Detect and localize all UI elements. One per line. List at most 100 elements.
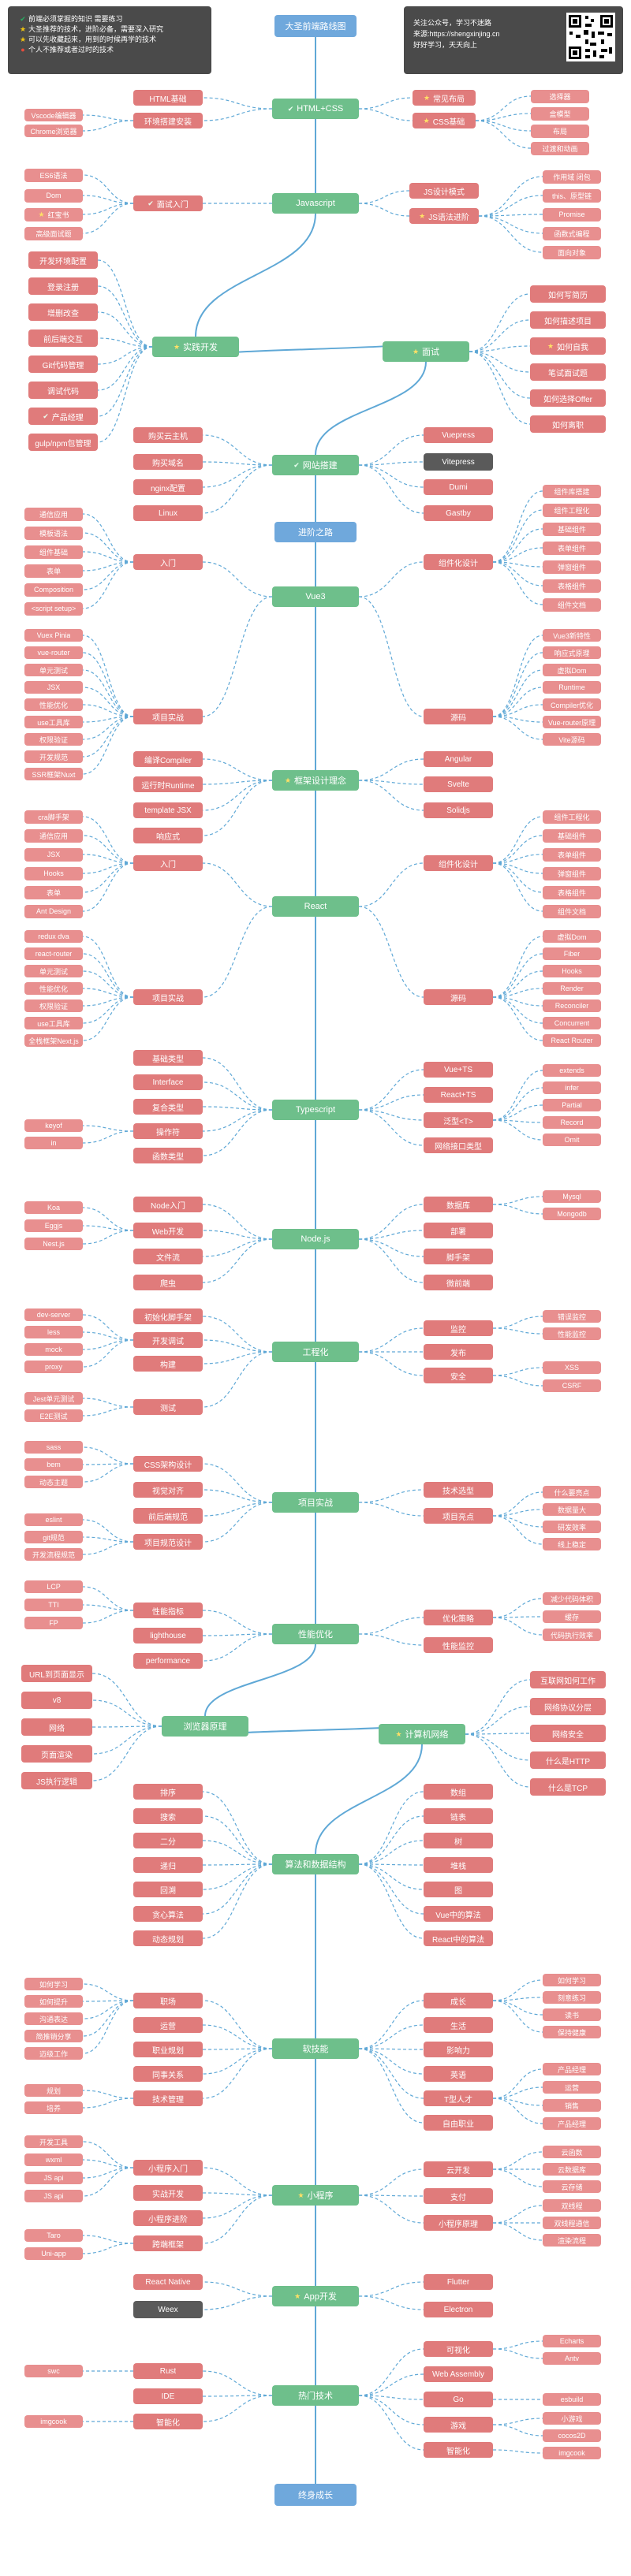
leaf-node[interactable]: 如何学习: [24, 1978, 83, 1990]
center-node[interactable]: 大圣前端路线图: [274, 15, 357, 37]
leaf-node[interactable]: JS api: [24, 2190, 83, 2202]
leaf-node[interactable]: use工具库: [24, 1017, 83, 1029]
topic-node[interactable]: Typescript: [272, 1100, 359, 1120]
sub-node[interactable]: template JSX: [133, 802, 203, 818]
leaf-node[interactable]: 简推销分享: [24, 2030, 83, 2042]
leaf-node[interactable]: wxml: [24, 2153, 83, 2166]
sub-node[interactable]: 树: [424, 1833, 493, 1848]
leaf-node[interactable]: 单元测试: [24, 965, 83, 977]
leaf-node[interactable]: 表单: [24, 885, 83, 899]
sub-node[interactable]: ✔面试入门: [133, 195, 203, 211]
leaf-node[interactable]: FP: [24, 1617, 83, 1629]
sub-node[interactable]: ★CSS基础: [413, 113, 476, 128]
leaf-node[interactable]: 表格组件: [543, 579, 601, 593]
topic-node[interactable]: ★面试: [383, 341, 469, 362]
leaf-node[interactable]: 渲染流程: [543, 2234, 601, 2247]
leaf-node[interactable]: Compiler优化: [543, 698, 601, 711]
sub-node[interactable]: 小程序原理: [424, 2215, 493, 2231]
sub-node[interactable]: 递归: [133, 1857, 203, 1873]
sub-node[interactable]: Interface: [133, 1074, 203, 1090]
leaf-node[interactable]: dev-server: [24, 1308, 83, 1321]
leaf-node[interactable]: 规划: [24, 2084, 83, 2097]
leaf-node[interactable]: proxy: [24, 1361, 83, 1373]
leaf-node[interactable]: this、原型链: [543, 188, 601, 203]
topic-node[interactable]: Node.js: [272, 1229, 359, 1249]
topic-node[interactable]: Javascript: [272, 193, 359, 214]
sub-node[interactable]: React中的算法: [424, 1930, 493, 1946]
sub-node[interactable]: 前后端规范: [133, 1508, 203, 1524]
leaf-node[interactable]: 云数据库: [543, 2163, 601, 2176]
leaf-node[interactable]: redux dva: [24, 930, 83, 943]
sub-node[interactable]: 数组: [424, 1784, 493, 1800]
leaf-node[interactable]: 全栈框架Next.js: [24, 1034, 83, 1047]
leaf-node[interactable]: 虚拟Dom: [543, 930, 601, 943]
center-node[interactable]: 终身成长: [274, 2484, 357, 2506]
topic-node[interactable]: 软技能: [272, 2038, 359, 2059]
leaf-node[interactable]: Mongodb: [543, 1208, 601, 1220]
sub-node[interactable]: 如何离职: [530, 415, 606, 433]
sub-node[interactable]: 自由职业: [424, 2115, 493, 2131]
sub-node[interactable]: 跨端框架: [133, 2235, 203, 2251]
leaf-node[interactable]: 开发工具: [24, 2135, 83, 2148]
sub-node[interactable]: 测试: [133, 1399, 203, 1415]
leaf-node[interactable]: ★红宝书: [24, 207, 83, 221]
sub-node[interactable]: 源码: [424, 709, 493, 724]
leaf-node[interactable]: 表格组件: [543, 885, 601, 899]
leaf-node[interactable]: 盒模型: [531, 106, 589, 121]
leaf-node[interactable]: vue-router: [24, 646, 83, 659]
leaf-node[interactable]: 缓存: [543, 1610, 601, 1623]
sub-node[interactable]: 运行时Runtime: [133, 776, 203, 792]
leaf-node[interactable]: 小游戏: [543, 2412, 601, 2425]
sub-node[interactable]: CSS架构设计: [133, 1456, 203, 1472]
sub-node[interactable]: 生活: [424, 2017, 493, 2033]
leaf-node[interactable]: react-router: [24, 947, 83, 960]
leaf-node[interactable]: infer: [543, 1081, 601, 1094]
sub-node[interactable]: 项目实战: [133, 709, 203, 724]
sub-node[interactable]: 回溯: [133, 1882, 203, 1897]
leaf-node[interactable]: Nest.js: [24, 1238, 83, 1250]
leaf-node[interactable]: 组件工程化: [543, 810, 601, 824]
sub-node[interactable]: 组件化设计: [424, 855, 493, 871]
sub-node[interactable]: 动态规划: [133, 1930, 203, 1946]
sub-node[interactable]: 编译Compiler: [133, 751, 203, 767]
leaf-node[interactable]: 响应式原理: [543, 646, 601, 659]
leaf-node[interactable]: E2E测试: [24, 1409, 83, 1422]
leaf-node[interactable]: 组件工程化: [543, 503, 601, 517]
sub-node[interactable]: 可视化: [424, 2341, 493, 2357]
topic-node[interactable]: 项目实战: [272, 1492, 359, 1513]
sub-node[interactable]: 性能指标: [133, 1603, 203, 1618]
sub-node[interactable]: 页面渲染: [21, 1745, 92, 1763]
leaf-node[interactable]: 动态主题: [24, 1476, 83, 1488]
sub-node[interactable]: 脚手架: [424, 1249, 493, 1264]
leaf-node[interactable]: CSRF: [543, 1379, 601, 1392]
sub-node[interactable]: 图: [424, 1882, 493, 1897]
leaf-node[interactable]: React Router: [543, 1034, 601, 1047]
leaf-node[interactable]: Mysql: [543, 1190, 601, 1203]
leaf-node[interactable]: 高级面试题: [24, 226, 83, 240]
sub-node[interactable]: 性能监控: [424, 1637, 493, 1653]
leaf-node[interactable]: 数据量大: [543, 1503, 601, 1516]
leaf-node[interactable]: 模板语法: [24, 526, 83, 540]
sub-node[interactable]: 函数类型: [133, 1148, 203, 1163]
leaf-node[interactable]: 线上稳定: [543, 1538, 601, 1550]
sub-node[interactable]: 泛型<T>: [424, 1112, 493, 1128]
sub-node[interactable]: 笔试面试题: [530, 363, 606, 381]
sub-node[interactable]: 智能化: [133, 2414, 203, 2429]
leaf-node[interactable]: keyof: [24, 1119, 83, 1132]
leaf-node[interactable]: 过渡和动画: [531, 141, 589, 155]
sub-node[interactable]: JS设计模式: [409, 183, 479, 199]
leaf-node[interactable]: Ant Design: [24, 904, 83, 918]
sub-node[interactable]: 初始化脚手架: [133, 1308, 203, 1324]
leaf-node[interactable]: Reconciler: [543, 1000, 601, 1012]
sub-node[interactable]: 登录注册: [28, 277, 98, 295]
leaf-node[interactable]: Koa: [24, 1201, 83, 1214]
leaf-node[interactable]: Composition: [24, 583, 83, 597]
leaf-node[interactable]: 刻意练习: [543, 1991, 601, 2004]
sub-node[interactable]: Dumi: [424, 479, 493, 495]
leaf-node[interactable]: 组件基础: [24, 545, 83, 559]
leaf-node[interactable]: 权限验证: [24, 733, 83, 746]
sub-node[interactable]: 智能化: [424, 2442, 493, 2458]
topic-node[interactable]: ★实践开发: [152, 337, 239, 357]
leaf-node[interactable]: git规范: [24, 1531, 83, 1543]
sub-node[interactable]: T型人才: [424, 2090, 493, 2106]
